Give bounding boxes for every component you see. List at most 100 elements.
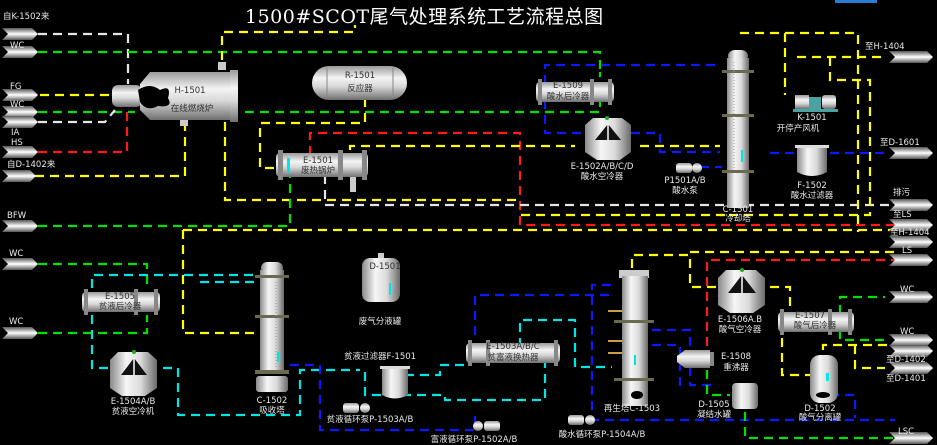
pipe-wc-3 xyxy=(38,262,149,290)
page-title: 1500#SCOT尾气处理系统工艺流程总图 xyxy=(245,6,604,28)
inlet-label-wc-1: WC xyxy=(10,41,25,51)
pipe-wc-4 xyxy=(38,315,149,335)
outlet-label-d1601: 至D-1601 xyxy=(880,138,920,148)
outlet-arrow-h1404-b xyxy=(889,236,933,248)
inlet-arrow-hs xyxy=(2,146,38,158)
pipe-hs xyxy=(38,110,129,154)
pipe-r1501-out xyxy=(258,98,367,170)
e1501-name: 废热锅炉 xyxy=(300,166,336,176)
pipe-h1501-out xyxy=(223,122,520,202)
r1501-tag: R-1501 xyxy=(344,71,376,81)
pipe-amine-1 xyxy=(90,273,257,288)
p1503-label: 贫液循环泵P-1503A/B xyxy=(326,415,414,425)
e1503-name: 贫富液换热器 xyxy=(487,353,539,363)
equipment-h1501[interactable] xyxy=(112,62,238,126)
inlet-label-ia: IA xyxy=(11,128,20,138)
outlet-label-ls-a: 至LS xyxy=(893,210,912,220)
pipe-condensate xyxy=(705,370,730,397)
pipe-acidgas-5 xyxy=(853,345,885,370)
outlet-arrow-d1401 xyxy=(889,362,933,374)
e1506-name: 酸气空冷器 xyxy=(718,325,762,335)
pipe-rich-2 xyxy=(473,293,615,335)
equipment-f1502[interactable] xyxy=(795,145,829,176)
equipment-d1501[interactable] xyxy=(362,253,400,302)
pipe-d1502-loop xyxy=(830,393,857,418)
pipe-ia xyxy=(38,109,116,124)
pipe-lsc xyxy=(743,412,895,440)
equipment-e1506[interactable] xyxy=(718,268,765,313)
pipe-acidgas-2 xyxy=(770,285,798,322)
equipment-p1504[interactable] xyxy=(568,415,595,425)
equipment-c1503[interactable] xyxy=(608,270,654,406)
h1501-tag: H-1501 xyxy=(174,86,206,96)
equipment-e1501[interactable] xyxy=(276,150,368,192)
e1507-tag: E-1507 xyxy=(794,311,826,321)
pipe-acidwater-top xyxy=(543,63,720,84)
equipment-p1501[interactable] xyxy=(676,163,702,173)
pipe-ls-steam xyxy=(705,258,895,346)
pipe-acidwater-pump xyxy=(631,131,720,154)
f1502-name: 酸水过滤器 xyxy=(790,191,834,201)
equipment-r1501[interactable] xyxy=(312,66,407,100)
pipe-e1501-gas xyxy=(348,144,575,150)
equipment-e1504[interactable] xyxy=(110,350,157,396)
equipment-d1505[interactable] xyxy=(732,383,758,409)
equipment-e1505[interactable] xyxy=(82,289,160,315)
e1501-tag: E-1501 xyxy=(302,156,334,166)
inlet-arrow-fg xyxy=(2,89,38,101)
outlet-label-wc-b: WC xyxy=(900,327,915,337)
outlet-label-wc-a: WC xyxy=(900,285,915,295)
equipment-p1503[interactable] xyxy=(343,403,370,413)
outlet-arrow-wc-b xyxy=(889,334,933,346)
pipe-wc-e1507-out xyxy=(838,330,885,342)
c1502-name: 吸收塔 xyxy=(259,406,285,416)
equipment-c1502[interactable] xyxy=(255,262,289,392)
equipment-f1501[interactable] xyxy=(380,366,410,399)
equipment-k1501[interactable] xyxy=(793,95,838,112)
e1508-name: 重沸器 xyxy=(723,363,749,373)
inlet-arrow-wc-4 xyxy=(2,327,38,339)
c1501-name: 冷却塔 xyxy=(725,214,751,224)
inlet-arrow-bfw xyxy=(2,220,38,232)
c1503-label: 再生塔C-1503 xyxy=(603,404,661,414)
equipment-e1503[interactable] xyxy=(466,340,560,366)
pipe-acidgas-1 xyxy=(630,253,720,289)
equipment-p1502[interactable] xyxy=(473,421,500,431)
outlet-arrow-d1402 xyxy=(889,345,933,357)
equipment-e1507[interactable] xyxy=(778,309,854,335)
d1505-name: 凝结水罐 xyxy=(696,410,732,420)
equipment-c1501[interactable] xyxy=(722,50,754,208)
pipe-wc-top xyxy=(38,50,602,70)
outlet-label-drain: 排污 xyxy=(893,188,911,198)
inlet-label-hs: HS xyxy=(11,138,23,148)
outlet-arrow-wc-a xyxy=(889,291,933,303)
f1501-label: 贫液过滤器F-1501 xyxy=(343,352,417,362)
inlet-label-wc-4: WC xyxy=(9,317,24,327)
e1503-tag: E-1503A/B/C xyxy=(486,342,540,352)
d1502-tag: D-1502 xyxy=(804,404,836,414)
e1505-name: 贫液后冷器 xyxy=(98,302,142,312)
equipment-e1509[interactable] xyxy=(536,79,614,105)
inlet-label-wc-3: WC xyxy=(9,249,24,259)
pipe-steam-e1501 xyxy=(308,131,895,227)
e1505-tag: E-1505 xyxy=(104,292,136,302)
outlet-arrow-h1404-a xyxy=(889,51,933,63)
r1501-name: 反应器 xyxy=(347,84,373,94)
k1501-name: 开停产风机 xyxy=(776,124,820,134)
e1504-tag: E-1504A/B xyxy=(110,397,156,407)
pipe-bfw xyxy=(38,175,292,228)
e1507-name: 酸气后冷器 xyxy=(793,321,837,331)
p1501-tag: P1501A/B xyxy=(664,176,706,186)
pipe-yellow-h1404-b xyxy=(720,57,872,217)
outlet-label-h1404-a: 至H-1404 xyxy=(865,42,905,52)
equipment-e1508[interactable] xyxy=(677,350,714,368)
pipe-yellow-to-c1502 xyxy=(181,230,257,335)
e1508-tag: E-1508 xyxy=(720,352,752,362)
p1501-name: 酸水泵 xyxy=(672,186,698,196)
e1509-name: 酸水后冷器 xyxy=(546,92,590,102)
pipe-acidwater-cooler xyxy=(543,100,585,135)
equipment-d1502[interactable] xyxy=(810,355,838,403)
outlet-arrow-d1601 xyxy=(889,147,933,159)
equipment-e1502[interactable] xyxy=(585,116,631,160)
c1501-tag: C-1501 xyxy=(722,205,754,215)
